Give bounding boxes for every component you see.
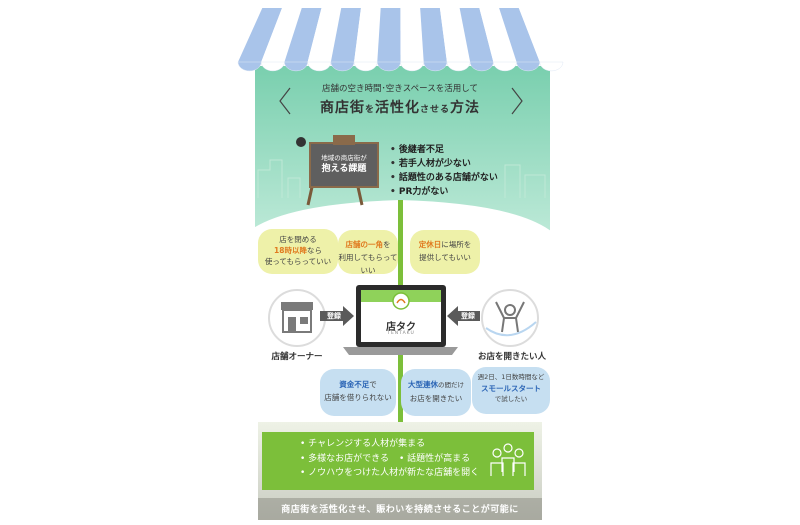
- left-register-arrow: [320, 306, 354, 326]
- footer-band: [258, 498, 542, 520]
- awning-stripe: [479, 8, 517, 62]
- right-arrow-label: 登録: [461, 312, 475, 320]
- title-part-2: を: [364, 105, 375, 115]
- benefit-row: チャレンジする人材が集まる: [300, 437, 489, 452]
- offer-2-post: を: [383, 240, 391, 249]
- problem-item: 後継者不足: [390, 143, 498, 157]
- need-1-highlight: 資金不足: [339, 380, 370, 389]
- awning-stripe: [354, 8, 381, 62]
- left-arrow-label: 登録: [327, 312, 341, 320]
- benefit-row: 多様なお店ができる話題性が高まる: [300, 452, 489, 467]
- awning-stripe: [518, 8, 563, 62]
- title-part-3: 活性化: [375, 100, 420, 116]
- awning-stripe: [377, 8, 401, 62]
- offer-2-highlight: 店舗の一角: [345, 240, 384, 249]
- board-line-1: 地域の商店街が: [321, 154, 367, 162]
- offer-1-post: なら: [306, 246, 322, 255]
- awning-scallop: [400, 61, 424, 72]
- awning-stripe: [261, 8, 302, 62]
- cheering-person-icon: [481, 289, 539, 347]
- offer-3-post: に場所を: [441, 240, 472, 249]
- problem-list: 後継者不足 若手人材が少ない 話題性のある店舗がない PR力がない: [390, 143, 498, 199]
- need-bubble-2: 大型連休の間だけ お店を開きたい: [401, 369, 471, 416]
- need-2-line2: お店を開きたい: [409, 394, 463, 403]
- app-sub: TENTAKU: [387, 331, 415, 336]
- offer-3-highlight: 定休日: [418, 240, 442, 249]
- benefit-row: ノウハウをつけた人材が新たな店舗を開く: [300, 466, 489, 481]
- awning: [237, 8, 564, 72]
- app-logo-icon: [392, 292, 410, 310]
- awning-stripe: [238, 8, 283, 62]
- awning-stripe: [307, 8, 342, 62]
- awning-stripe: [400, 8, 424, 62]
- title-part-5: 方法: [450, 100, 481, 116]
- skyline-decoration: [257, 159, 546, 198]
- problem-item: 話題性のある店舗がない: [390, 171, 498, 185]
- problem-item: 若手人材が少ない: [390, 157, 498, 171]
- shop-seeker-label: お店を開きたい人: [477, 352, 546, 362]
- header-title: 商店街を活性化させる方法: [290, 97, 510, 117]
- awning-scallop: [516, 61, 541, 72]
- offer-1-pre: 店を閉める: [279, 235, 317, 244]
- need-2-highlight: 大型連休: [408, 380, 438, 389]
- footer-text: 商店街を活性化させ、賑わいを持続させることが可能に: [281, 505, 519, 515]
- benefit-item: 話題性が高まる: [399, 454, 470, 464]
- chalkboard-easel: [296, 137, 379, 206]
- app-name: 店タク: [386, 322, 416, 333]
- offer-bubble-2: 店舗の一角を 利用してもらっていい: [338, 230, 398, 275]
- awning-scallop: [260, 61, 285, 72]
- awning-scallop: [493, 61, 517, 72]
- awning-stripe: [499, 8, 540, 62]
- awning-stripe: [420, 8, 447, 62]
- awning-scallop: [446, 61, 471, 72]
- offer-bubble-1: 店を閉める 18時以降なら 使ってもらっていい: [258, 229, 338, 274]
- awning-scallop: [377, 61, 401, 72]
- awning-stripe: [330, 8, 361, 62]
- benefit-item: 多様なお店ができる: [300, 454, 389, 464]
- header-brackets: [279, 87, 523, 115]
- benefits-panel: [262, 432, 534, 490]
- offer-bubble-3: 定休日に場所を 提供してもいい: [410, 230, 480, 274]
- right-register-arrow: [447, 306, 480, 326]
- need-3-line3: で試したい: [494, 395, 528, 403]
- need-1-post: で: [369, 380, 377, 389]
- crowd-icon: [490, 443, 526, 476]
- offer-3-line3: 提供してもいい: [419, 253, 471, 262]
- offer-1-highlight: 18時以降: [274, 246, 307, 255]
- store-owner-label: 店舗オーナー: [271, 352, 323, 362]
- benefit-item: チャレンジする人材が集まる: [300, 439, 425, 449]
- title-part-4: させる: [420, 105, 451, 115]
- need-3-highlight: スモールスタート: [481, 384, 541, 393]
- awning-scallop: [353, 61, 378, 72]
- board-line-2: 抱える課題: [321, 164, 367, 174]
- awning-scallop: [284, 61, 308, 72]
- frame-icon: [333, 135, 355, 145]
- awning-scallop: [469, 61, 494, 72]
- need-3-line1: 週2日、1日数時間など: [477, 373, 545, 381]
- board-text: 地域の商店街が 抱える課題: [310, 153, 378, 176]
- awning-scallop: [539, 61, 564, 72]
- benefit-list: チャレンジする人材が集まる 多様なお店ができる話題性が高まる ノウハウをつけた人…: [300, 437, 489, 481]
- awning-scallop: [237, 61, 262, 72]
- title-part-1: 商店街: [319, 100, 365, 116]
- need-bubble-1: 資金不足で 店舗を借りられない: [320, 369, 396, 416]
- awning-scallop: [330, 61, 355, 72]
- need-bubble-3: 週2日、1日数時間など スモールスタート で試したい: [472, 367, 550, 414]
- awning-stripe: [439, 8, 471, 62]
- need-1-line2: 店舗を借りられない: [324, 393, 392, 402]
- need-2-pre2: の間だけ: [438, 381, 464, 389]
- problem-item: PR力がない: [390, 185, 498, 199]
- benefit-item: ノウハウをつけた人材が新たな店舗を開く: [300, 468, 479, 478]
- awning-scallop: [423, 61, 448, 72]
- storefront-icon: [268, 289, 326, 347]
- header-subtitle: 店舗の空き時間･空きスペースを活用して: [322, 84, 478, 94]
- offer-2-line3: 利用してもらっていい: [338, 253, 398, 275]
- offer-1-line3: 使ってもらっていい: [264, 257, 332, 266]
- awning-scallop: [307, 61, 332, 72]
- awning-stripe: [459, 8, 494, 62]
- awning-stripe: [284, 8, 322, 62]
